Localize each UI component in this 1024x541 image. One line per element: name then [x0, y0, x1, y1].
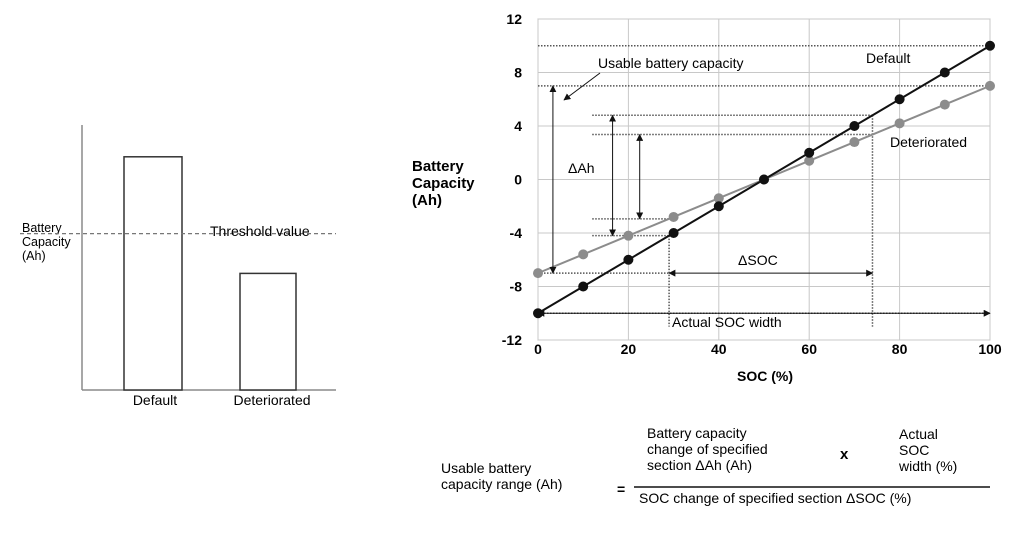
default-point [894, 94, 905, 105]
default-point [578, 281, 589, 292]
legend-deteriorated-label: Deteriorated [890, 134, 967, 150]
formula-numerator-right-line-2: SOC [899, 442, 929, 458]
default-point [759, 174, 769, 185]
formula-numerator-left-line-1: Battery capacity [647, 425, 747, 441]
series-points [533, 40, 995, 319]
usable-capacity-pointer [563, 72, 601, 101]
formula-times: x [840, 446, 849, 463]
left-bar-chart: Battery Capacity (Ah) Threshold value De… [20, 125, 336, 408]
deteriorated-point [668, 211, 679, 222]
grid-lines [537, 18, 991, 341]
default-point [849, 121, 860, 131]
left-bar-deteriorated [239, 272, 297, 391]
left-category-deteriorated: Deteriorated [233, 392, 310, 408]
deteriorated-point [849, 137, 860, 148]
y-tick-label: 4 [514, 118, 522, 134]
x-tick-label: 40 [711, 341, 727, 357]
default-point [713, 201, 724, 212]
deteriorated-point [533, 268, 543, 279]
formula: Usable battery capacity range (Ah) = Bat… [441, 425, 990, 506]
deteriorated-point [713, 193, 724, 204]
y-tick-label: -4 [510, 225, 523, 241]
formula-numerator-right-line-3: width (%) [898, 458, 957, 474]
left-ylabel-line-3: (Ah) [22, 249, 46, 263]
right-ylabel-line-1: Battery [412, 158, 464, 175]
default-point [668, 228, 679, 238]
actual-soc-width-label: Actual SOC width [672, 314, 782, 330]
default-point [939, 67, 950, 78]
formula-equals: = [617, 481, 625, 497]
left-ylabel-line-2: Capacity [22, 235, 71, 249]
x-tick-labels: 0 20 40 60 80 100 [534, 341, 1002, 357]
x-tick-label: 60 [801, 341, 817, 357]
y-tick-labels: -12 -8 -4 0 4 8 12 [502, 11, 522, 348]
deteriorated-point [985, 80, 995, 91]
right-ylabel-line-2: Capacity [412, 175, 475, 192]
y-tick-label: 8 [514, 65, 522, 81]
default-point [804, 147, 815, 158]
formula-lhs-line-2: capacity range (Ah) [441, 476, 562, 492]
right-ylabel-line-3: (Ah) [412, 192, 442, 209]
formula-numerator-right-line-1: Actual [899, 426, 938, 442]
deteriorated-point [894, 118, 905, 129]
default-point [985, 40, 995, 51]
deteriorated-point [578, 249, 589, 260]
y-tick-label: -8 [510, 279, 523, 295]
formula-lhs-line-1: Usable battery [441, 460, 531, 476]
threshold-label: Threshold value [210, 223, 310, 239]
formula-numerator-left-line-3: section ΔAh (Ah) [647, 457, 752, 473]
y-tick-label: 12 [506, 11, 522, 27]
deteriorated-point [939, 99, 950, 110]
delta-soc-label: ΔSOC [738, 252, 778, 268]
x-axis-label: SOC (%) [737, 368, 793, 384]
x-tick-label: 100 [978, 341, 1002, 357]
left-bar-default [123, 156, 183, 391]
formula-numerator-left-line-2: change of specified [647, 441, 768, 457]
deteriorated-point [804, 155, 815, 166]
y-tick-label: 0 [514, 172, 522, 188]
x-tick-label: 0 [534, 341, 542, 357]
guide-lines [538, 45, 990, 327]
legend-default-label: Default [866, 50, 910, 66]
left-ylabel-line-1: Battery [22, 221, 62, 235]
deteriorated-point [623, 230, 634, 241]
delta-ah-label: ΔAh [568, 160, 594, 176]
right-line-chart: -12 -8 -4 0 4 8 12 0 20 40 60 80 100 Battery Capaci… [412, 11, 1002, 384]
usable-capacity-label: Usable battery capacity [598, 55, 744, 71]
y-tick-label: -12 [502, 332, 522, 348]
left-category-default: Default [133, 392, 177, 408]
x-tick-label: 20 [621, 341, 637, 357]
x-tick-label: 80 [892, 341, 908, 357]
formula-denominator: SOC change of specified section ΔSOC (%) [639, 490, 911, 506]
default-point [623, 254, 634, 265]
